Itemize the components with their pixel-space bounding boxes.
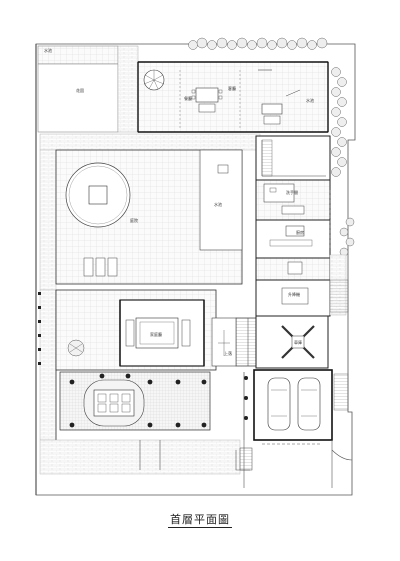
lower-living-hall bbox=[55, 289, 217, 371]
label-family-room: 家庭廳 bbox=[150, 331, 162, 337]
garden-top-left bbox=[37, 45, 139, 133]
label-garage: 車庫 bbox=[294, 339, 302, 345]
label-living-top: 客廳 bbox=[228, 85, 236, 91]
label-bathroom: 洗手間 bbox=[286, 189, 298, 195]
left-terrace bbox=[38, 289, 57, 441]
room-labels: 水池 花園 餐廳 客廳 水池 庭院 水池 廚房 家庭廳 洗手間 車庫 上落 升降… bbox=[44, 47, 314, 356]
label-lift: 升降機 bbox=[288, 291, 300, 297]
label-water-top-left: 水池 bbox=[44, 47, 52, 53]
label-kitchen: 廚房 bbox=[296, 229, 304, 235]
garage bbox=[243, 369, 333, 441]
site-boundary bbox=[35, 43, 356, 496]
label-dining: 餐廳 bbox=[184, 95, 192, 101]
tree-column-right bbox=[331, 67, 355, 257]
entrance-steps bbox=[239, 447, 253, 471]
central-stair bbox=[211, 317, 261, 367]
right-stairs bbox=[329, 279, 349, 411]
label-stair-up: 上落 bbox=[224, 350, 232, 356]
tree-row-top bbox=[188, 37, 328, 50]
label-pool-mid: 水池 bbox=[214, 201, 222, 207]
label-water-right-top: 水池 bbox=[306, 97, 314, 103]
paving-left-column bbox=[39, 149, 57, 291]
drawing-caption: 首層平面圖 bbox=[0, 511, 400, 528]
right-wing bbox=[255, 135, 347, 369]
courtyard bbox=[55, 149, 243, 285]
top-house-block bbox=[137, 61, 329, 133]
gazebo bbox=[59, 371, 211, 431]
caption-text: 首層平面圖 bbox=[168, 513, 232, 528]
label-courtyard: 庭院 bbox=[130, 217, 138, 223]
paving-band bbox=[39, 133, 261, 151]
label-garden-top-left: 花園 bbox=[76, 87, 84, 93]
